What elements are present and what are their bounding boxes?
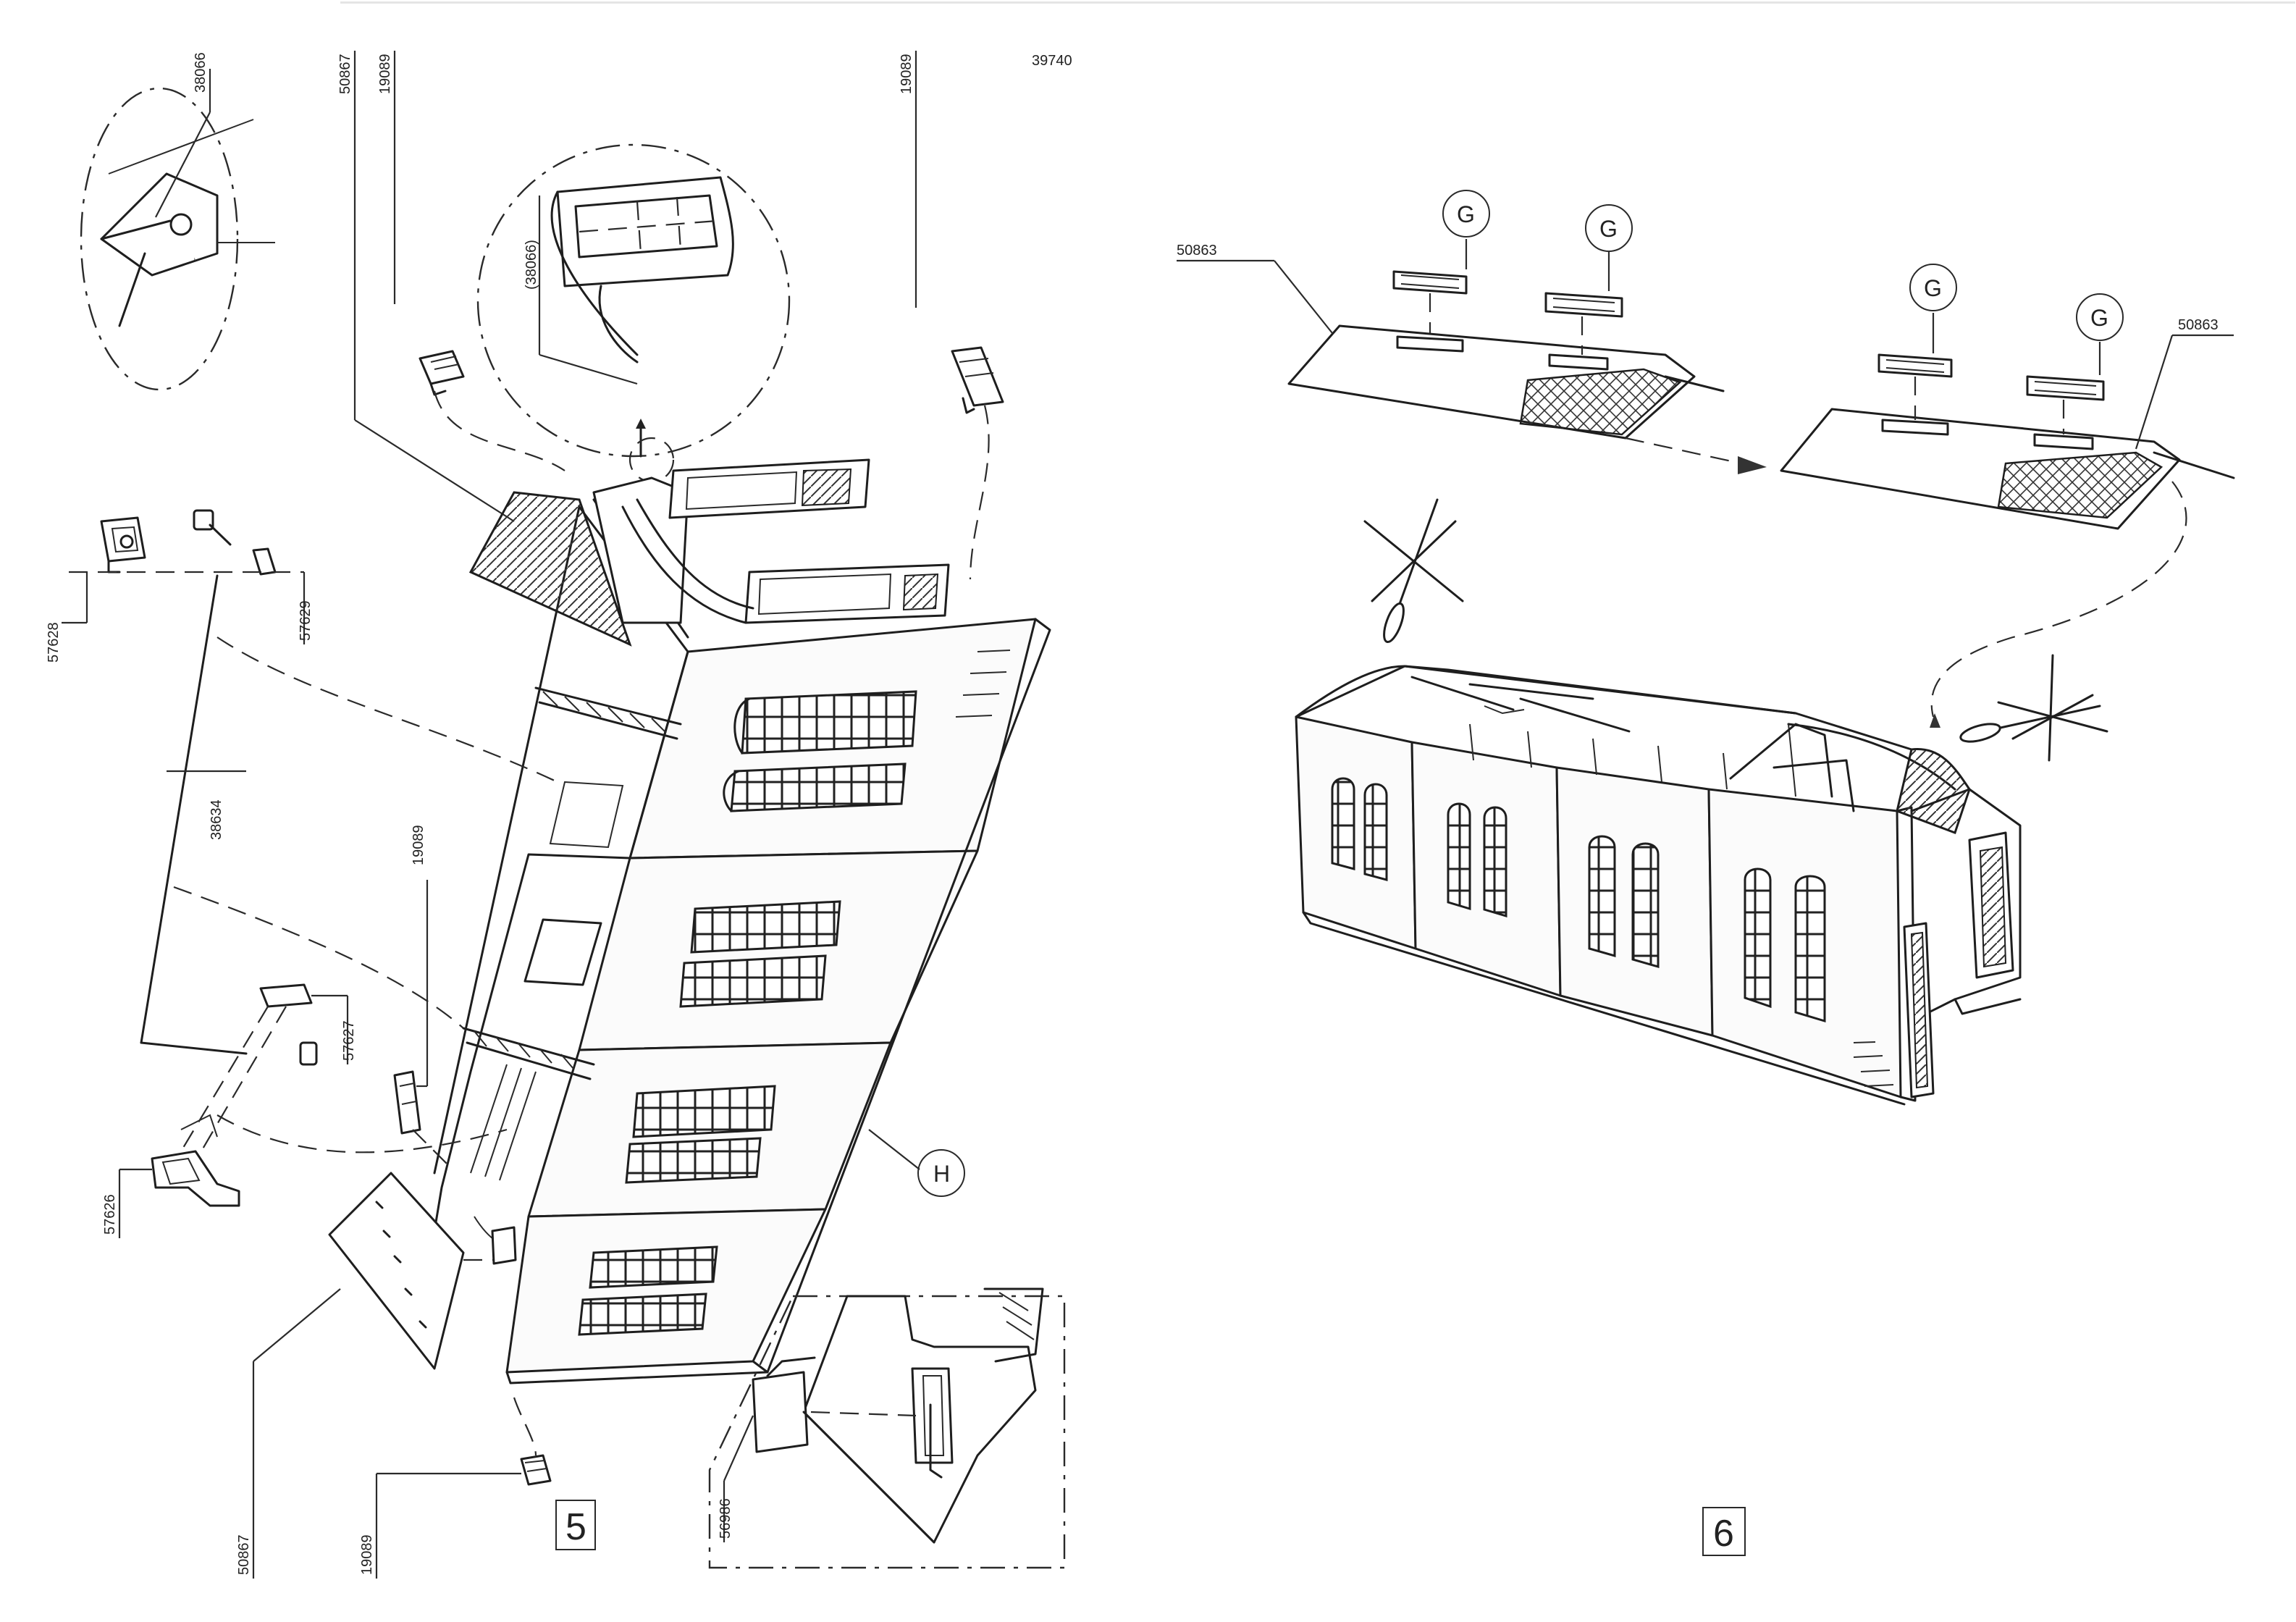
crossed-brush-right [1959,655,2107,760]
part-57627 [261,985,316,1064]
part-57629 [253,549,275,574]
roof-panel-left [1289,326,1723,438]
callout-g-1: G [1457,201,1475,227]
part-57628-screw [194,510,230,545]
step-6-number: 6 [1713,1513,1734,1555]
label-38634: 38634 [209,799,224,840]
label-50863-right: 50863 [2178,317,2219,333]
page-top-edge [340,1,2295,4]
clip-19089-top-left [420,351,463,395]
step-5-number: 5 [565,1506,586,1548]
callout-g-4: G [2090,305,2108,331]
label-19089-mid: 19089 [411,825,426,865]
small-block-bottom [492,1227,516,1264]
clip-19089-top-right [952,348,1003,413]
label-56986: 56986 [718,1498,733,1539]
label-57628: 57628 [46,622,62,663]
crossed-brush-left [1365,500,1463,644]
label-19089-top-left: 19089 [377,54,393,94]
part-57626 [152,1115,239,1206]
vent-g-3 [1879,355,1951,377]
vent-g-4 [2027,377,2103,400]
label-50867-bottom: 50867 [236,1534,252,1575]
label-38066-inset: (38066) [523,240,539,290]
callout-h: H [933,1161,950,1187]
gable-50867-bottom [329,1173,463,1369]
vent-g-1 [1394,272,1466,293]
drawing-number: 39740 [1032,53,1072,69]
clip-19089-bottom [521,1455,550,1484]
label-50863-left: 50863 [1177,243,1217,259]
callout-g-2: G [1599,216,1618,242]
clip-19089-mid [395,1072,420,1133]
detail-circle-inset: (38066) [478,145,789,456]
detail-circle-38066: 38066 [81,52,275,390]
label-57627: 57627 [341,1020,357,1061]
label-38066-top: 38066 [193,52,209,93]
roof-panel-right [1781,409,2234,529]
step5-assembly: 38066 50867 19089 19089 [46,51,1064,1579]
callout-g-3: G [1924,275,1942,301]
label-19089-bottom: 19089 [359,1534,375,1575]
vent-g-2 [1546,293,1622,316]
part-57628 [101,518,145,572]
label-50867-top: 50867 [337,54,353,94]
label-19089-top-right: 19089 [899,54,914,94]
step6-assembly: G G G G 50863 50863 [1177,190,2234,1555]
label-57629: 57629 [298,600,314,641]
label-57626: 57626 [102,1194,118,1235]
